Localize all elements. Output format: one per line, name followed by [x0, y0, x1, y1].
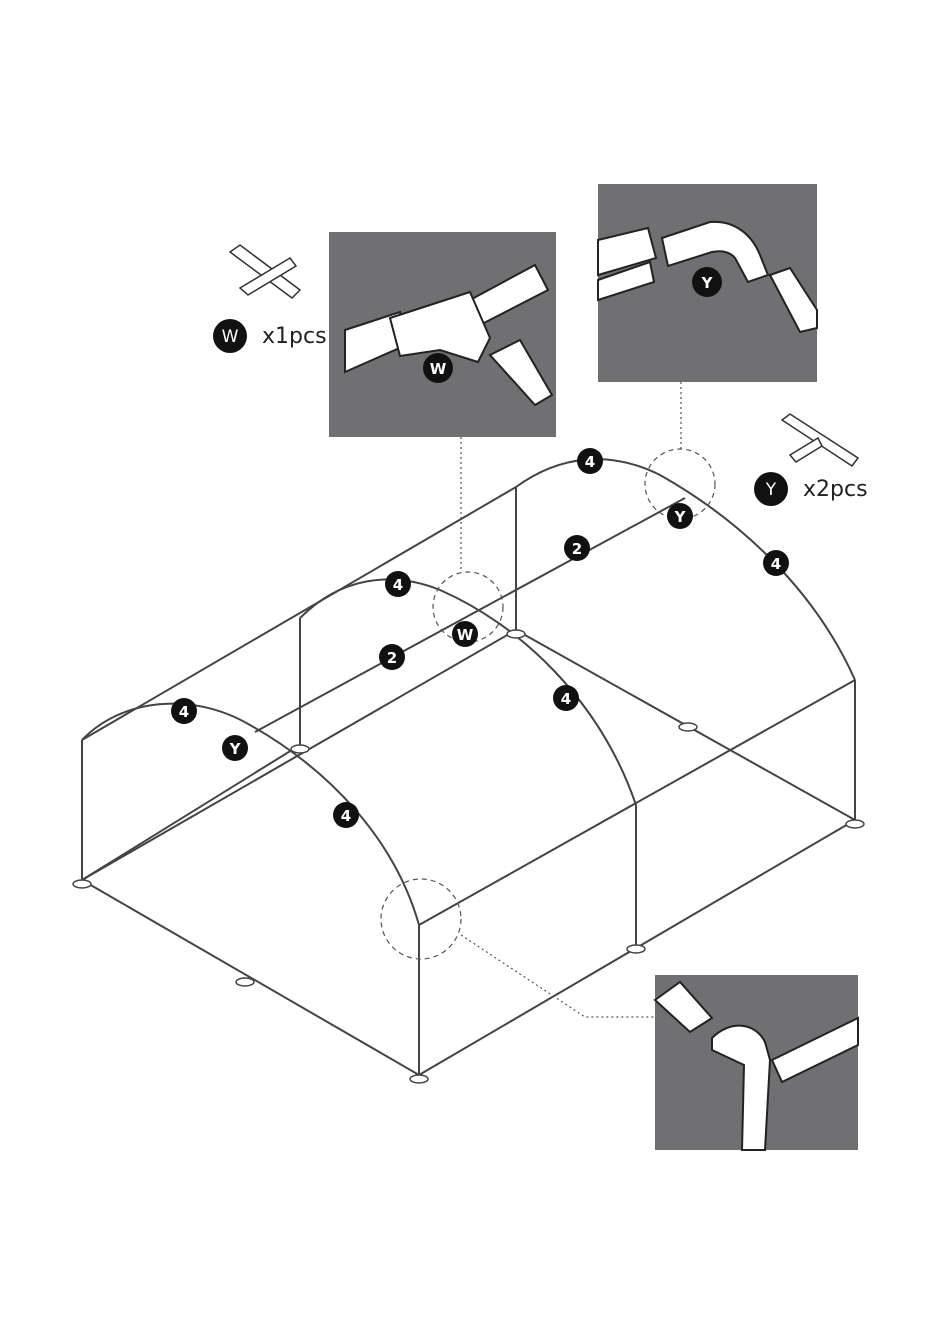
detail-y: Y — [598, 184, 817, 382]
svg-text:4: 4 — [179, 703, 189, 721]
svg-text:4: 4 — [393, 576, 403, 594]
marker: Y — [667, 503, 693, 529]
svg-text:4: 4 — [341, 807, 351, 825]
svg-text:Y: Y — [674, 508, 687, 526]
svg-text:Y: Y — [229, 740, 242, 758]
svg-text:4: 4 — [561, 690, 571, 708]
marker: 4 — [553, 685, 579, 711]
svg-text:W: W — [457, 626, 474, 644]
svg-text:2: 2 — [572, 540, 582, 558]
marker: 4 — [577, 448, 603, 474]
callout-circles — [381, 449, 715, 959]
front-arch — [82, 704, 419, 925]
marker: 4 — [763, 550, 789, 576]
part-w-letter: W — [222, 327, 239, 347]
t-connector-icon — [782, 414, 858, 466]
part-w-quantity: x1pcs — [262, 324, 327, 349]
part-y-letter: Y — [765, 480, 777, 500]
svg-text:2: 2 — [387, 649, 397, 667]
detail-w-label: W — [430, 360, 447, 378]
marker: 2 — [564, 535, 590, 561]
svg-text:4: 4 — [771, 555, 781, 573]
marker: Y — [222, 735, 248, 761]
detail-w: W — [329, 232, 556, 437]
middle-arch — [300, 579, 636, 805]
marker: 4 — [333, 802, 359, 828]
marker: W — [452, 621, 478, 647]
marker: 2 — [379, 644, 405, 670]
marker: 4 — [385, 571, 411, 597]
marker: 4 — [171, 698, 197, 724]
detail-corner — [655, 975, 858, 1150]
svg-text:4: 4 — [585, 453, 595, 471]
detail-y-label: Y — [701, 274, 714, 292]
part-markers: 4 4 4 4 4 4 2 2 Y Y W — [171, 448, 789, 828]
part-y-quantity: x2pcs — [803, 477, 868, 502]
cross-connector-icon — [230, 245, 300, 298]
